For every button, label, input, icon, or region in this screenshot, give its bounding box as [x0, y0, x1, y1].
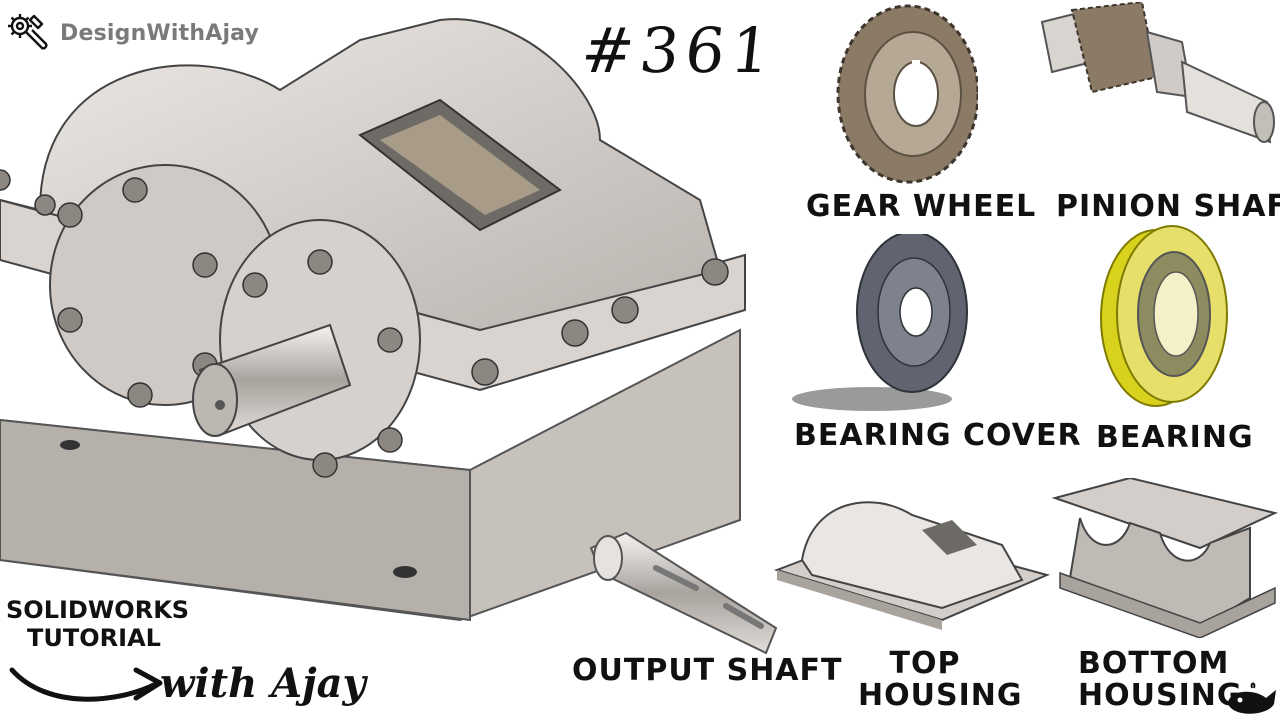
whale-icon: [1228, 682, 1276, 714]
gearbox-assembly-illustration: [0, 18, 746, 622]
gear-wheel-label: GEAR WHEEL: [806, 189, 1037, 224]
bearing-cover-illustration: [792, 234, 968, 411]
bottom-housing-label-line1: BOTTOM: [1078, 646, 1230, 681]
tutorial-line2: TUTORIAL: [27, 624, 161, 652]
output-shaft-illustration: [589, 531, 778, 655]
brand-name: DesignWithAjay: [60, 20, 260, 46]
wrench-gear-icon: [8, 14, 48, 50]
top-housing-label-line1: TOP: [889, 646, 961, 681]
brand: DesignWithAjay: [4, 10, 259, 56]
top-housing-label-line2: HOUSING: [858, 678, 1023, 713]
bearing-cover-label: BEARING COVER: [794, 418, 1082, 453]
bearing-label: BEARING: [1096, 420, 1254, 455]
tutorial-title: SOLIDWORKS TUTORIAL: [6, 596, 190, 652]
top-housing-label: TOP HOUSING: [858, 646, 1023, 713]
top-housing-illustration: [773, 501, 1051, 630]
pinion-shaft-illustration: [1040, 2, 1275, 144]
bottom-housing-label-line2: HOUSING: [1078, 678, 1243, 713]
tutorial-line1: SOLIDWORKS: [6, 596, 190, 624]
pinion-shaft-label: PINION SHAFT: [1056, 189, 1280, 224]
bottom-housing-label: BOTTOM HOUSING: [1078, 646, 1243, 713]
bearing-illustration: [1100, 225, 1228, 407]
arrow-right-icon: [9, 667, 163, 702]
output-shaft-label: OUTPUT SHAFT: [572, 653, 843, 688]
signature: with Ajay: [160, 660, 366, 707]
gear-wheel-illustration: [836, 4, 978, 184]
bottom-housing-illustration: [1051, 478, 1279, 638]
